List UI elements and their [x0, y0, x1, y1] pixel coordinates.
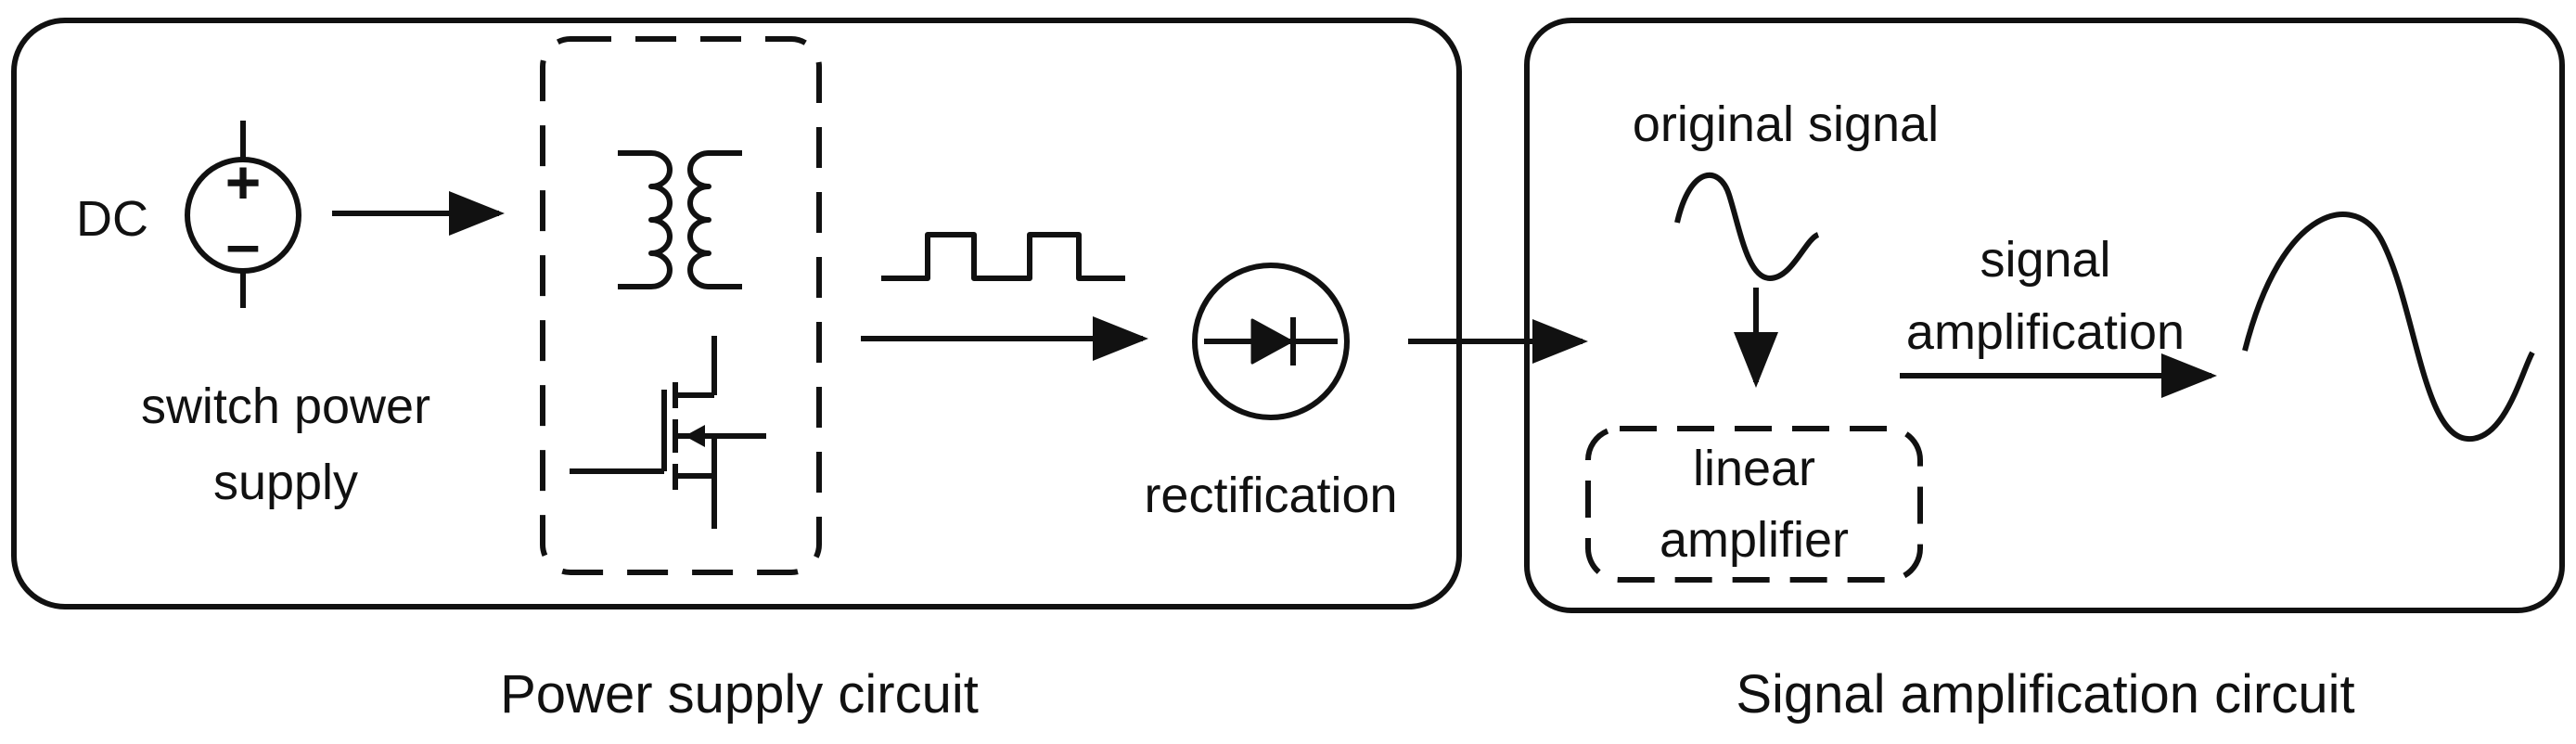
dc-minus-sign: –: [226, 210, 261, 278]
dc-plus-sign: +: [225, 148, 262, 216]
transformer-icon: [618, 150, 742, 289]
amplifier-label-line1: linear: [1693, 441, 1815, 496]
rectifier-diode-icon: [1192, 263, 1350, 420]
linear-amplifier-outline: [1585, 426, 1923, 583]
signal-amplification-caption: Signal amplification circuit: [1736, 664, 2354, 725]
mosfet-icon: [570, 336, 766, 529]
amplified-sine-wave-icon: [2242, 212, 2535, 443]
signal-amplification-panel: [1524, 18, 2565, 613]
amplification-label-line2: amplification: [1906, 304, 2185, 360]
original-sine-wave-icon: [1674, 172, 1820, 281]
power-supply-caption: Power supply circuit: [500, 664, 979, 725]
amplification-label-line1: signal: [1980, 232, 2110, 288]
dc-source-icon: [185, 121, 301, 308]
switch-label-line1: switch power: [141, 378, 430, 434]
switch-block-outline: [540, 36, 822, 575]
original-signal-label: original signal: [1633, 96, 1939, 152]
dc-label: DC: [76, 191, 148, 247]
power-supply-panel: [11, 18, 1462, 609]
rectification-label: rectification: [1144, 468, 1397, 523]
switch-label-line2: supply: [213, 455, 358, 510]
square-wave-icon: [881, 232, 1125, 281]
amplifier-label-line2: amplifier: [1660, 512, 1849, 568]
